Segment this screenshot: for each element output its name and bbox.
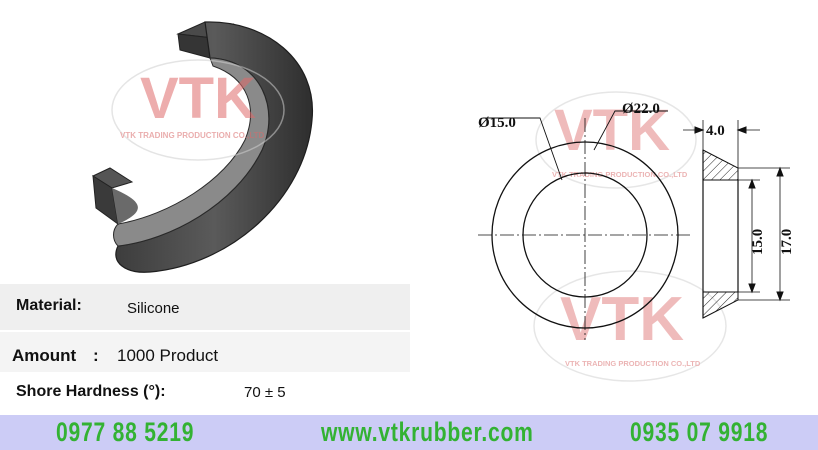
phone-number-2[interactable]: 0935 07 9918 xyxy=(630,417,769,447)
ring-3d-render xyxy=(91,21,314,273)
dim-width: 4.0 xyxy=(706,123,725,139)
hardness-value: 70 ± 5 xyxy=(244,384,286,401)
watermark-v: VTK xyxy=(560,285,684,354)
spec-row-amount: Amount : 1000 Product xyxy=(0,332,410,378)
front-view-drawing xyxy=(478,110,690,340)
watermark-v: VTK xyxy=(554,98,670,163)
contact-footer: 0977 88 5219 www.vtkrubber.com 0935 07 9… xyxy=(0,415,818,450)
dim-height-outer: 17.0 xyxy=(779,229,795,255)
watermark-v: VTK xyxy=(140,66,256,131)
watermark-logo: VTK VTK TRADING PRODUCTION CO.,LTD xyxy=(535,91,697,189)
section-view-drawing xyxy=(683,120,790,319)
watermark-company: VTK TRADING PRODUCTION CO.,LTD xyxy=(552,170,688,179)
watermark-logo: VTK VTK TRADING PRODUCTION CO.,LTD xyxy=(111,59,285,161)
amount-value: 1000 Product xyxy=(117,346,219,365)
spec-row-material: Material: Silicone xyxy=(0,284,410,330)
amount-label: Amount xyxy=(12,346,77,365)
material-label: Material: xyxy=(16,297,82,314)
dim-height-inner: 15.0 xyxy=(750,229,766,255)
dim-inner-diameter: Ø15.0 xyxy=(478,115,516,131)
material-value: Silicone xyxy=(127,300,180,317)
dim-outer-diameter: Ø22.0 xyxy=(622,101,660,117)
watermark-company: VTK TRADING PRODUCTION CO.,LTD xyxy=(565,359,701,368)
spec-row-hardness: Shore Hardness (°): 70 ± 5 xyxy=(0,372,410,412)
hardness-label: Shore Hardness (°): xyxy=(16,383,166,400)
watermark-company: VTK TRADING PRODUCTION CO.,LTD xyxy=(120,131,265,140)
phone-number-1[interactable]: 0977 88 5219 xyxy=(56,417,195,447)
product-illustration: VTK VTK TRADING PRODUCTION CO.,LTD VTK V… xyxy=(91,21,795,382)
website-link[interactable]: www.vtkrubber.com xyxy=(321,417,534,447)
amount-separator: : xyxy=(93,346,99,365)
watermark-logo: VTK VTK TRADING PRODUCTION CO.,LTD xyxy=(533,270,727,382)
